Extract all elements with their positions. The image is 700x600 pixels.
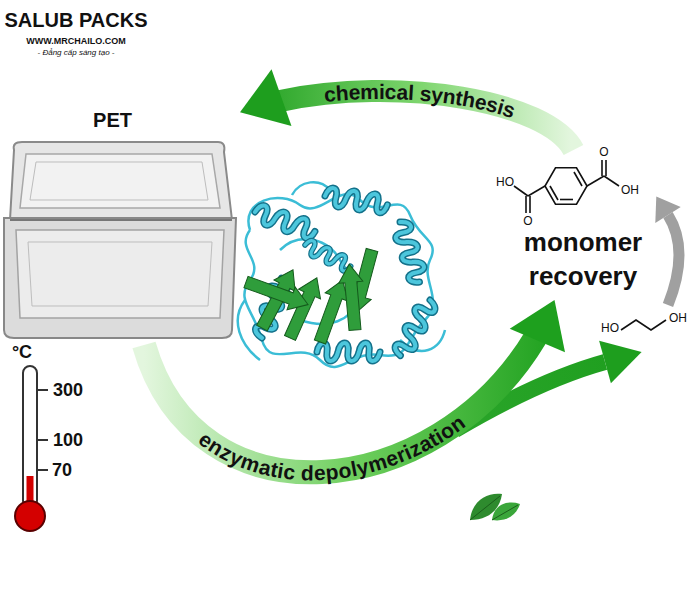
atom-label: HO xyxy=(601,322,619,334)
watermark: - Đẳng cấp sáng tạo - xyxy=(38,49,115,57)
watermark: WWW.MRCHAILO.COM xyxy=(26,37,125,46)
bond xyxy=(558,199,574,201)
atom-label: O xyxy=(599,146,608,158)
node-text: PET xyxy=(0,108,225,132)
atom-label: HO xyxy=(496,176,514,188)
double-bond xyxy=(560,199,573,201)
hinge-line xyxy=(10,219,232,221)
branch-arrowhead xyxy=(599,341,642,383)
double-bond xyxy=(529,196,531,213)
double-bond xyxy=(601,160,603,176)
container-lid xyxy=(10,142,232,220)
bond xyxy=(558,171,574,173)
benzene-ring xyxy=(545,168,587,204)
unit-label: °C xyxy=(12,343,32,361)
atom-label: O xyxy=(523,215,532,227)
bond xyxy=(604,176,619,186)
alpha-helix xyxy=(302,238,354,272)
edge-label-text: chemical synthesis xyxy=(323,79,518,121)
beta-strand xyxy=(242,271,312,316)
temperature-value: 70 xyxy=(52,461,72,479)
tick-mark xyxy=(37,439,48,441)
lid-ridge xyxy=(20,154,220,208)
watermark: SALUB PACKS xyxy=(5,10,148,30)
edge-label: chemical synthesis xyxy=(323,79,518,121)
base-ridge xyxy=(16,230,224,318)
double-bond xyxy=(574,172,582,186)
arrowhead xyxy=(240,69,291,126)
container-base xyxy=(4,218,236,338)
lid-ridge xyxy=(30,162,208,200)
tick-mark xyxy=(37,389,48,391)
leaf-icon xyxy=(470,494,520,521)
leaf-vein xyxy=(470,496,518,520)
base-ridge xyxy=(28,242,212,306)
alpha-helix xyxy=(317,343,380,361)
bond xyxy=(587,176,604,186)
terephthalic-acid xyxy=(514,160,619,213)
bond xyxy=(514,186,528,196)
protein-ribbon xyxy=(238,182,445,367)
pet-node: PET xyxy=(0,100,240,345)
atom-label: OH xyxy=(669,312,687,324)
alpha-helix xyxy=(324,187,389,214)
bond xyxy=(528,186,545,196)
bond xyxy=(559,172,573,174)
double-bond xyxy=(525,196,527,213)
atom-label: OH xyxy=(621,184,639,196)
double-bond xyxy=(605,160,607,176)
monomer-node: monomer recovery xyxy=(488,150,678,300)
node-text: monomer recovery xyxy=(488,225,678,293)
thermometer-bulb xyxy=(15,501,45,531)
pet-container xyxy=(4,142,236,338)
alpha-helix xyxy=(392,296,437,360)
thermometer xyxy=(15,366,48,531)
alpha-helix xyxy=(252,203,317,240)
edge-label: enzymatic depolymerization xyxy=(195,410,469,484)
ethylene-glycol xyxy=(621,320,666,330)
beta-strand xyxy=(337,263,367,331)
double-bond xyxy=(550,186,558,200)
alpha-helix xyxy=(391,219,428,284)
temperature-value: 300 xyxy=(53,381,83,399)
protein-loop xyxy=(244,194,433,367)
grey-arrow xyxy=(668,215,679,305)
tick-mark xyxy=(37,469,48,471)
temperature-value: 100 xyxy=(53,431,83,449)
arrowhead xyxy=(510,300,565,352)
protein-loop xyxy=(238,182,445,360)
grey-arrowhead xyxy=(655,196,680,223)
edge-label-text: enzymatic depolymerization xyxy=(195,410,469,484)
